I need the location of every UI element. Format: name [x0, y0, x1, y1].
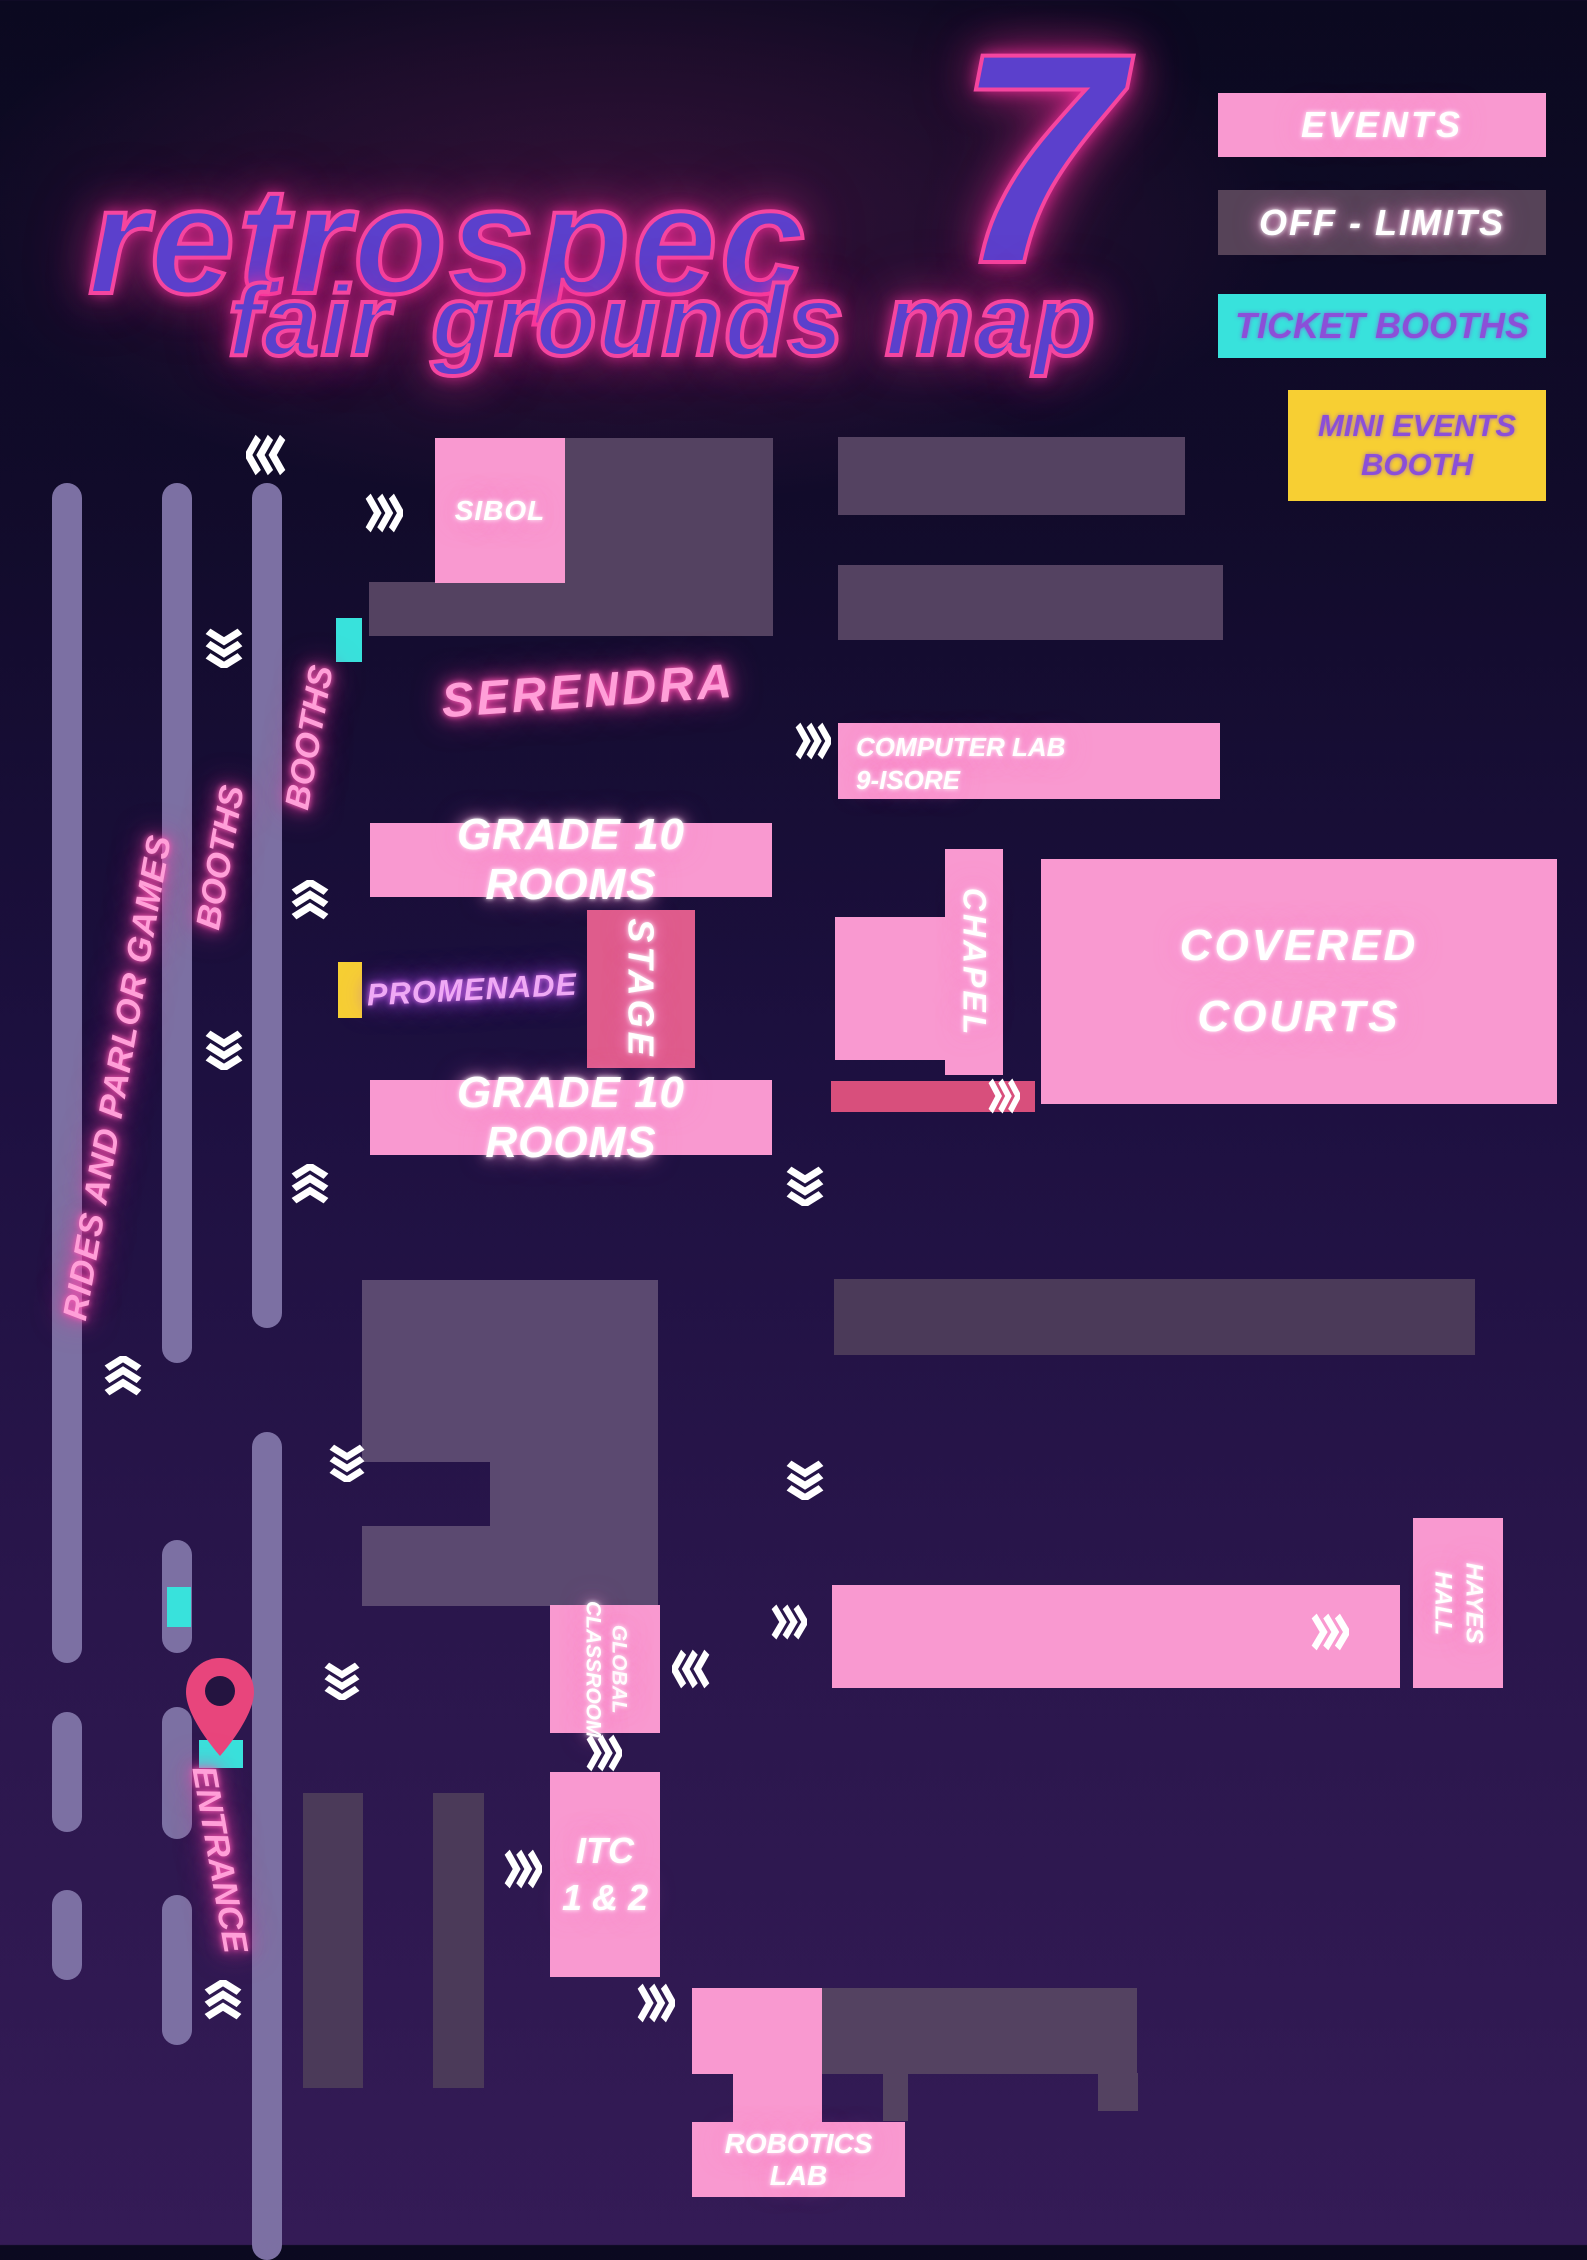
road-right-segment-1 [252, 483, 282, 1328]
building-bottom-bar-2 [433, 1793, 484, 2088]
venue-global-classroom-label: GLOBAL CLASSROOM [581, 1600, 631, 1738]
entrance-pin-icon [186, 1658, 254, 1756]
legend-off-limits: OFF - LIMITS [1218, 190, 1546, 255]
building-mid-left-bottom [362, 1526, 658, 1606]
road-left-segment-3 [52, 1890, 82, 1980]
legend-events-label: EVENTS [1300, 104, 1464, 145]
venue-grade10-top-label: GRADE 10 ROOMS [456, 810, 686, 909]
road-mid-segment-4 [162, 1895, 192, 2045]
venue-hayes-hall: HAYES HALL [1413, 1518, 1503, 1688]
road-left-segment-2 [52, 1712, 82, 1832]
arrow-right-icon [795, 721, 831, 761]
road-left-segment-1 [52, 483, 82, 1663]
arrow-down-icon [328, 1444, 366, 1482]
area-serendra-label: SERENDRA [439, 654, 737, 729]
walkway-hayes [832, 1585, 1400, 1688]
venue-sibol: SIBOL [435, 438, 565, 583]
venue-sibol-label: SIBOL [454, 494, 546, 526]
venue-grade10-top: GRADE 10 ROOMS [370, 810, 772, 909]
legend-ticket-booths: TICKET BOOTHS [1218, 294, 1546, 358]
arrow-down-icon [323, 1662, 361, 1700]
arrow-right-icon [771, 1603, 807, 1641]
building-bottom-right-stub-1 [883, 2073, 908, 2121]
venue-itc-label: ITC 1 & 2 [561, 1829, 649, 1918]
ticket-booth-mid [167, 1587, 191, 1627]
arrow-left-icon [672, 1648, 710, 1690]
arrow-right-icon [504, 1848, 542, 1890]
venue-robotics-neck [733, 2073, 822, 2123]
arrow-right-icon [1311, 1612, 1349, 1652]
building-bottom-right [822, 1988, 1137, 2074]
legend-mini-events-booth: MINI EVENTS BOOTH [1288, 390, 1546, 501]
venue-chapel-label: CHAPEL [956, 887, 993, 1037]
arrow-up-icon [203, 1980, 243, 2020]
area-promenade-label: PROMENADE [365, 966, 578, 1013]
venue-chapel-wing [835, 917, 947, 1060]
venue-computer-lab: COMPUTER LAB 9-ISORE [838, 723, 1220, 799]
arrow-down-icon [785, 1166, 825, 1206]
venue-stage: STAGE [587, 910, 695, 1068]
building-bottom-bar-1 [303, 1793, 363, 2088]
legend-mini-events-booth-label: MINI EVENTS BOOTH [1317, 407, 1517, 482]
road-mid-segment-3 [162, 1707, 192, 1839]
ticket-booth-upper [336, 618, 362, 662]
building-mid-right [834, 1279, 1475, 1355]
arrow-left-icon [246, 433, 286, 477]
venue-grade10-bottom-label: GRADE 10 ROOMS [456, 1067, 686, 1167]
legend-events: EVENTS [1218, 93, 1546, 157]
arrow-right-icon [586, 1733, 622, 1773]
arrow-right-icon [637, 1982, 675, 2024]
road-right-segment-2 [252, 1432, 282, 2260]
building-upper-right-2 [838, 565, 1223, 640]
mini-events-booth-marker [338, 962, 362, 1018]
venue-robotics-top [692, 1988, 822, 2074]
building-sibol-annex [369, 582, 439, 636]
arrow-up-icon [290, 880, 330, 920]
venue-itc: ITC 1 & 2 [550, 1772, 660, 1977]
venue-global-classroom: GLOBAL CLASSROOM [550, 1601, 660, 1737]
venue-robotics-base: ROBOTICS LAB [692, 2122, 905, 2197]
venue-robotics-label: ROBOTICS LAB [724, 2127, 873, 2191]
venue-hayes-hall-label: HAYES HALL [1429, 1562, 1488, 1644]
venue-computer-lab-label: COMPUTER LAB 9-ISORE [856, 732, 1066, 795]
logo-glow [0, 0, 1280, 500]
arrow-down-icon [204, 628, 244, 668]
arrow-up-icon [103, 1356, 143, 1396]
building-bottom-right-stub-2 [1098, 2073, 1138, 2111]
building-mid-left-column [490, 1460, 658, 1528]
arrow-down-icon [204, 1030, 244, 1070]
logo-subtitle: fair grounds map [226, 263, 1097, 379]
legend-off-limits-label: OFF - LIMITS [1259, 201, 1505, 243]
arrow-up-icon [290, 1164, 330, 1204]
path-booths-right-label: BOOTHS [278, 662, 341, 813]
venue-covered-courts: COVERED COURTS [1041, 859, 1557, 1104]
legend-ticket-booths-label: TICKET BOOTHS [1235, 305, 1529, 346]
arrow-down-icon [785, 1460, 825, 1500]
venue-covered-courts-label: COVERED COURTS [1179, 921, 1419, 1041]
path-booths-mid-label: BOOTHS [189, 782, 252, 933]
building-mid-left-top [362, 1280, 658, 1462]
venue-chapel: CHAPEL [945, 849, 1003, 1075]
building-upper-right-1 [838, 437, 1185, 515]
logo-numeral: 7 [953, 0, 1125, 326]
arrow-right-icon [365, 492, 403, 534]
road-mid-segment-1 [162, 483, 192, 1363]
arrow-right-icon [988, 1077, 1020, 1115]
venue-grade10-bottom: GRADE 10 ROOMS [370, 1068, 772, 1167]
logo-word: retrospec [86, 155, 808, 326]
venue-stage-label: STAGE [621, 918, 662, 1060]
